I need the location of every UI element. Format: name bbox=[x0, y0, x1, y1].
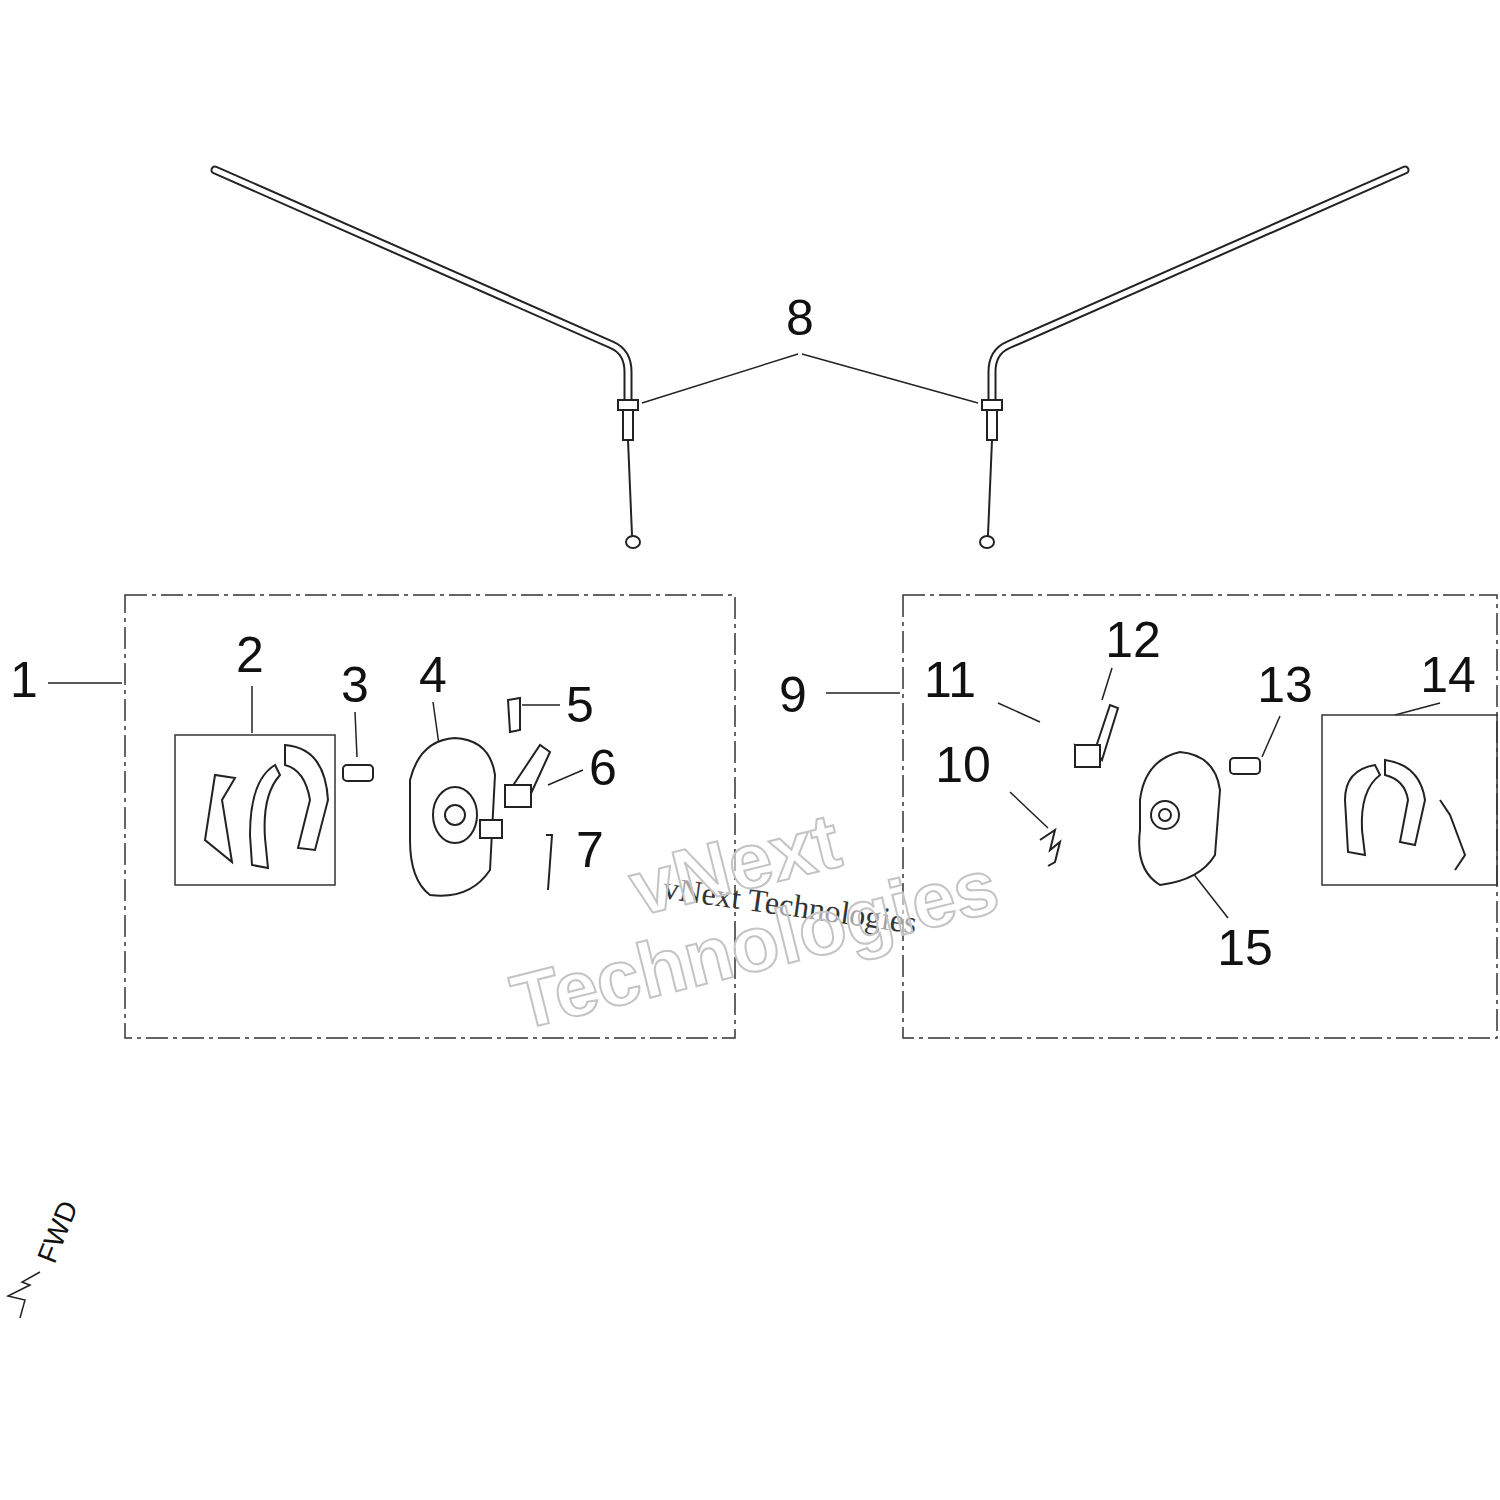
leader-lines bbox=[548, 770, 583, 785]
callout-number: 9 bbox=[779, 670, 807, 720]
callout-number: 2 bbox=[236, 630, 264, 680]
left-brake-parts bbox=[285, 745, 328, 850]
leader-lines bbox=[1102, 668, 1112, 700]
brake-cable bbox=[215, 170, 628, 402]
left-brake-parts bbox=[508, 698, 520, 732]
right-brake-parts bbox=[1385, 760, 1425, 845]
right-brake-parts bbox=[1075, 745, 1100, 767]
leader-lines bbox=[1262, 716, 1280, 757]
brake-cable bbox=[628, 440, 632, 535]
leader-lines bbox=[802, 354, 978, 403]
callout-number: 12 bbox=[1105, 615, 1161, 665]
right-brake-parts bbox=[1159, 809, 1171, 821]
brake-cable bbox=[215, 170, 1405, 548]
callout-number: 1 bbox=[10, 655, 38, 705]
callout-number: 14 bbox=[1420, 650, 1476, 700]
right-brake-parts bbox=[1151, 801, 1179, 829]
left-brake-parts bbox=[505, 785, 531, 807]
left-brake-parts bbox=[205, 775, 235, 862]
brake-cable bbox=[987, 410, 997, 440]
brake-cable bbox=[982, 400, 1002, 410]
direction-label: FWD bbox=[33, 1197, 83, 1267]
right-brake-parts bbox=[1230, 758, 1260, 774]
right-brake-parts bbox=[1440, 800, 1465, 870]
callout-number: 13 bbox=[1257, 660, 1313, 710]
callout-number: 10 bbox=[935, 740, 991, 790]
leader-lines bbox=[355, 712, 357, 757]
leader-lines bbox=[642, 354, 798, 403]
left-brake-parts bbox=[410, 738, 495, 896]
left-brake-parts bbox=[433, 787, 477, 843]
callout-number: 3 bbox=[341, 660, 369, 710]
right-brake-parts bbox=[1139, 752, 1220, 885]
left-brake-parts bbox=[343, 765, 373, 781]
brake-cable bbox=[623, 410, 633, 440]
callout-number: 5 bbox=[566, 680, 594, 730]
group-boxes bbox=[903, 595, 1497, 1038]
leader-lines bbox=[998, 703, 1040, 722]
group-boxes bbox=[175, 735, 335, 885]
leader-lines bbox=[826, 692, 900, 694]
leader-lines bbox=[1395, 703, 1440, 715]
callout-number: 6 bbox=[589, 743, 617, 793]
forward-arrow bbox=[8, 1272, 40, 1318]
brake-cable bbox=[980, 536, 994, 548]
brake-cable bbox=[992, 170, 1405, 402]
brake-cable bbox=[626, 536, 640, 548]
left-brake-parts bbox=[445, 805, 465, 825]
leader-lines bbox=[251, 686, 253, 733]
brake-cable bbox=[618, 400, 638, 410]
callout-number: 8 bbox=[786, 293, 814, 343]
right-brake-parts bbox=[1345, 765, 1380, 855]
brake-cable bbox=[992, 170, 1405, 402]
right-brake-parts bbox=[1040, 830, 1060, 866]
leader-lines bbox=[522, 704, 560, 706]
left-brake-parts bbox=[205, 698, 552, 896]
right-brake-parts bbox=[1040, 705, 1465, 885]
left-brake-parts bbox=[480, 820, 502, 838]
leader-lines bbox=[48, 682, 122, 684]
brake-cable bbox=[215, 170, 628, 402]
forward-arrow bbox=[8, 1272, 40, 1318]
group-boxes bbox=[1322, 715, 1497, 885]
brake-cable bbox=[988, 440, 992, 535]
callout-number: 4 bbox=[419, 650, 447, 700]
callout-number: 11 bbox=[924, 655, 976, 705]
leader-lines bbox=[1192, 872, 1228, 918]
callout-number: 15 bbox=[1217, 923, 1273, 973]
left-brake-parts bbox=[250, 765, 280, 868]
leader-lines bbox=[1010, 792, 1048, 828]
